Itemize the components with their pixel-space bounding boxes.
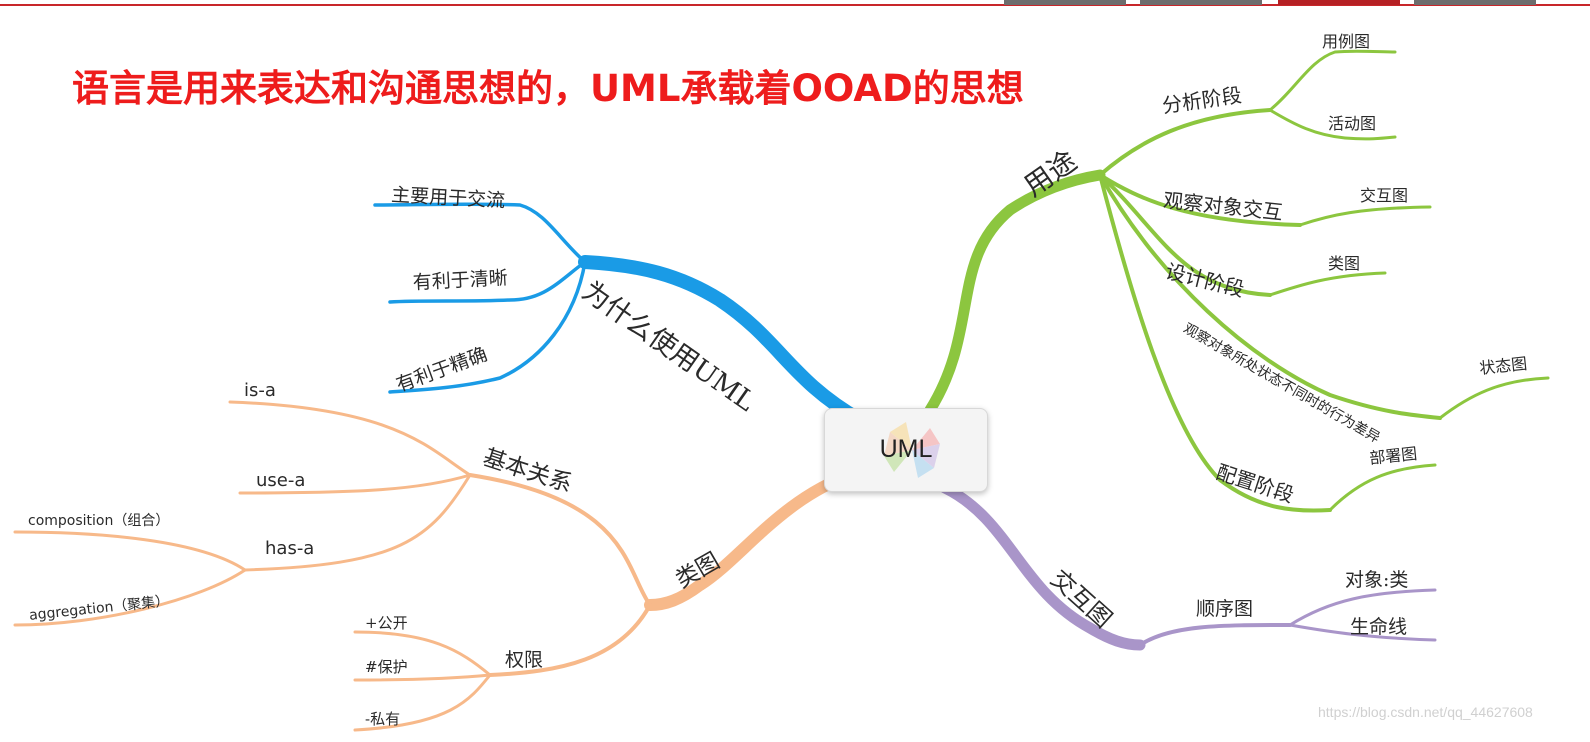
usage-deploy-item-1: 部署图 [1368,443,1419,468]
watermark: https://blog.csdn.net/qq_44627608 [1318,704,1533,720]
nav-tab-3 [1278,0,1400,5]
usage-analysis-item-1: 用例图 [1322,32,1371,51]
center-node: UML [824,408,988,492]
class-basic-hasa: has-a [265,538,315,559]
class-basic-usea: use-a [256,470,306,491]
usage-design-item-1: 类图 [1328,254,1361,273]
class-hasa-composition: composition（组合） [28,513,170,529]
branch-class-lines [13,400,856,732]
center-label: UML [879,435,933,463]
nav-tab-4 [1414,0,1536,5]
class-access-label: 权限 [505,649,544,671]
usage-analysis-item-2: 活动图 [1328,114,1377,133]
branch-usage-lines [924,49,1550,513]
interaction-sequence-item-2: 生命线 [1350,616,1408,638]
branch-why-lines [373,202,867,427]
top-strip [0,0,1590,8]
interaction-sequence-label: 顺序图 [1196,598,1254,620]
interaction-sequence-item-1: 对象:类 [1345,569,1409,591]
nav-tab-1 [1004,0,1126,5]
top-red-line [0,4,1590,6]
slide-title: 语言是用来表达和沟通思想的，UML承载着OOAD的思想 [72,67,1024,110]
class-access-private: -私有 [365,710,401,728]
class-basic-isa: is-a [244,380,276,401]
why-item-2: 有利于清晰 [412,267,509,294]
nav-tab-2 [1140,0,1262,5]
usage-observe-interaction-item-1: 交互图 [1360,186,1409,205]
class-access-protected: #保护 [365,658,408,676]
usage-observe-state-item-1: 状态图 [1478,353,1529,378]
branch-interaction-lines [939,482,1437,651]
class-access-public: +公开 [365,614,408,632]
pinwheel-logo-icon [884,422,940,478]
